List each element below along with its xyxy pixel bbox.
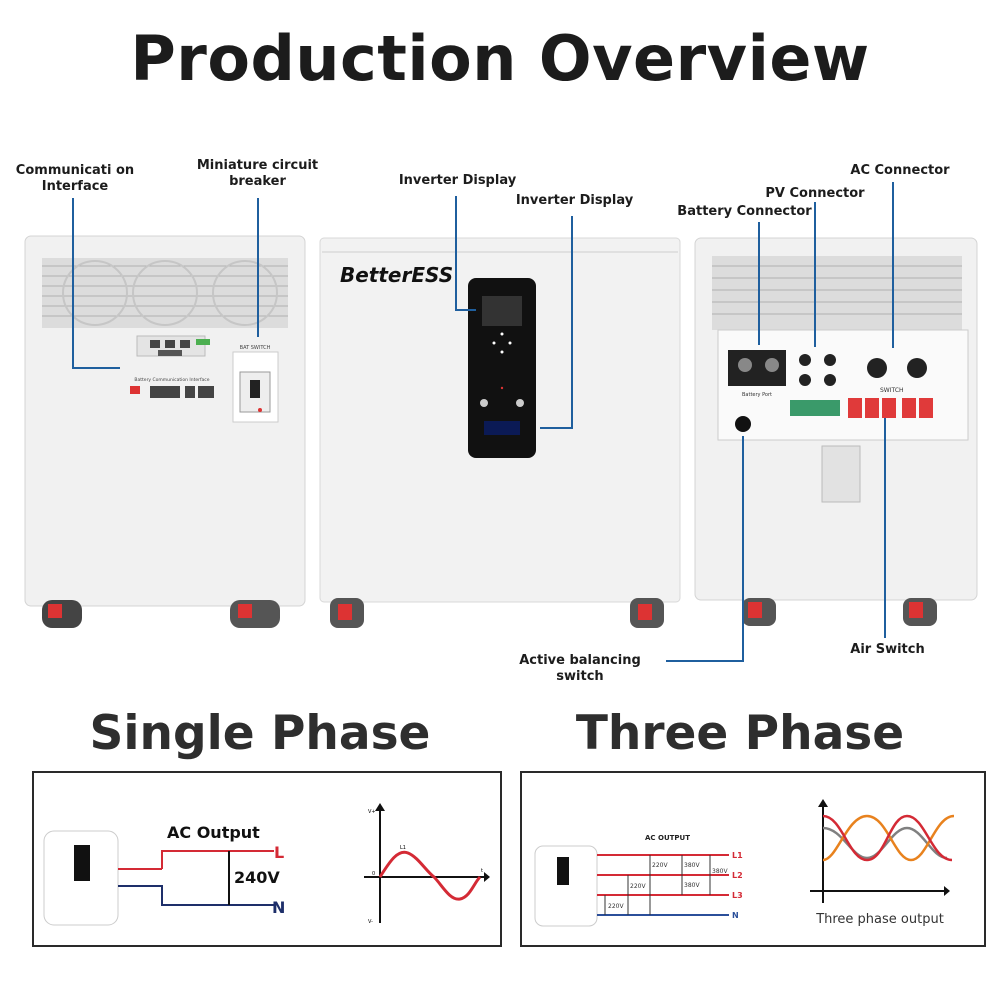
bat-switch-label: BAT SWITCH	[240, 345, 271, 351]
callout-ac-connector: AC Connector	[850, 163, 950, 178]
switch-label: SWITCH	[880, 387, 904, 394]
single-phase-diagram: AC Output 240V L N L1 V+ 0 V- t	[32, 771, 502, 947]
line-n-label: N	[732, 911, 739, 920]
rear-unit-right: Battery Port SWITCH	[694, 237, 978, 626]
line-l2-label: L2	[732, 871, 743, 880]
voltage-label: 380V	[712, 868, 728, 875]
voltage-label: 240V	[234, 868, 280, 887]
voltage-label: 220V	[652, 862, 668, 869]
inverter-thumbnail	[534, 845, 598, 927]
battery-comm-label: Battery Communication Interface	[134, 377, 209, 383]
ac-input-port[interactable]	[867, 358, 887, 378]
callout-miniature-circuit-breaker: Miniature circuit breaker	[196, 158, 319, 189]
axis-vminus: V-	[368, 919, 373, 925]
bat-switch[interactable]	[250, 380, 260, 398]
voltage-label: 380V	[684, 882, 700, 889]
ac-output-label: AC Output	[167, 823, 260, 842]
pv-connector-2[interactable]	[824, 354, 836, 366]
three-phase-caption: Three phase output	[815, 912, 944, 927]
line-l3-label: L3	[732, 891, 743, 900]
callout-battery-connector: Battery Connector	[677, 204, 812, 219]
front-unit-middle: BetterESS	[319, 237, 681, 628]
battery-lcd	[484, 421, 520, 435]
active-balancing-switch[interactable]	[735, 416, 751, 432]
ac-output-port[interactable]	[907, 358, 927, 378]
three-phase-heading: Three Phase	[575, 706, 905, 761]
line-n-label: N	[272, 898, 285, 917]
axis-vplus: V+	[368, 809, 376, 815]
page-title: Production Overview	[130, 22, 870, 95]
callout-communication-interface: Communicati on Interface	[15, 163, 135, 194]
callout-pv-connector: PV Connector	[765, 186, 865, 201]
sine-wave	[378, 850, 482, 901]
pv-connector-1[interactable]	[799, 354, 811, 366]
callout-air-switch: Air Switch	[850, 642, 925, 657]
phase-wave-orange	[822, 814, 955, 862]
single-phase-heading: Single Phase	[89, 706, 431, 761]
axis-zero: 0	[372, 871, 375, 877]
voltage-label: 220V	[630, 883, 646, 890]
leader-lines	[72, 182, 894, 662]
line-l1-label: L1	[732, 851, 743, 860]
ac-output-label: AC OUTPUT	[645, 834, 690, 842]
callout-active-balancing-switch: Active balancing switch	[519, 653, 641, 684]
phase-wave-gray	[822, 826, 948, 860]
rear-unit-left: Battery Communication Interface BAT SWIT…	[24, 235, 306, 628]
wave-label: L1	[400, 845, 406, 851]
product-illustration: Battery Communication Interface BAT SWIT…	[24, 182, 978, 662]
callout-inverter-display-2: Inverter Display	[515, 193, 634, 208]
battery-port-label: Battery Port	[742, 392, 772, 398]
inverter-lcd	[482, 296, 522, 326]
callout-inverter-display-1: Inverter Display	[398, 173, 517, 188]
phase-wave-red	[822, 814, 953, 862]
three-phase-diagram: AC OUTPUT L1 L2 L3 N 220V 380V 380V 220V…	[520, 771, 986, 947]
axis-t: t	[481, 868, 483, 874]
voltage-label: 380V	[684, 862, 700, 869]
voltage-label: 220V	[608, 903, 624, 910]
line-l-label: L	[274, 843, 284, 862]
brand-logo: BetterESS	[340, 263, 453, 287]
